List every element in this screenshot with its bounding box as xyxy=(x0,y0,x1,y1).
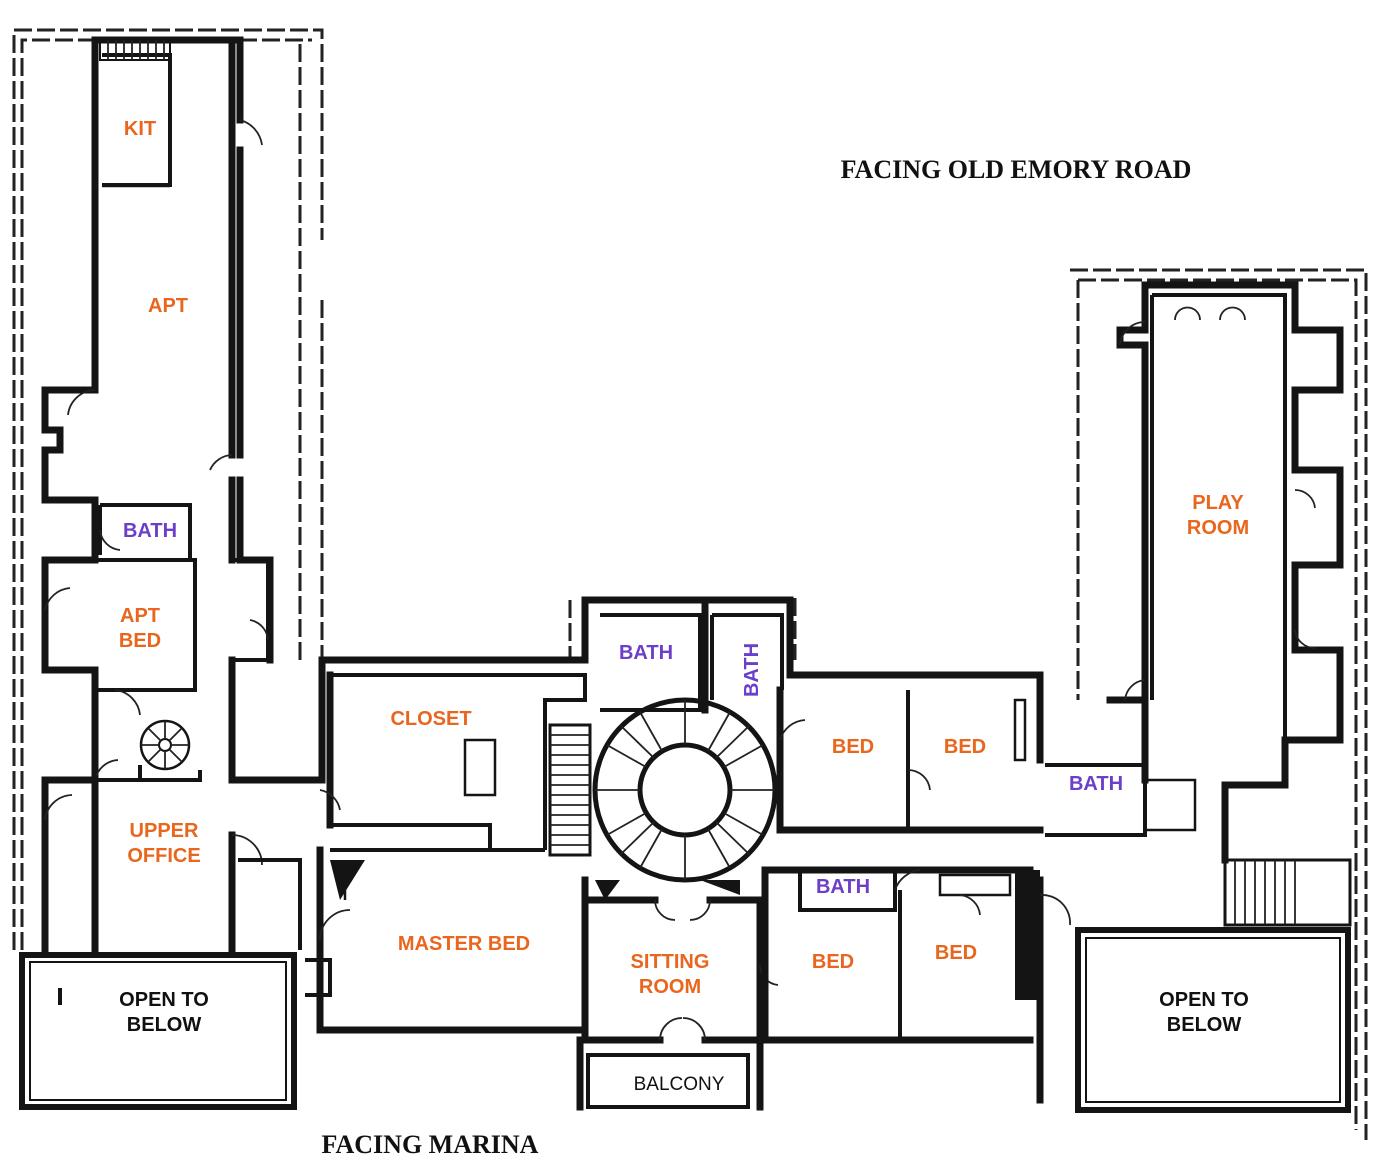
label-bath-center: BATH xyxy=(619,642,673,664)
main-spiral-stair xyxy=(592,697,778,883)
facing-bottom-label: FACING MARINA xyxy=(322,1130,539,1159)
label-open-left-line1: OPEN TO xyxy=(119,989,209,1011)
right-stair xyxy=(1223,858,1352,927)
label-play-room-line1: PLAY xyxy=(1192,492,1244,514)
label-open-right-line2: BELOW xyxy=(1167,1014,1242,1036)
label-sitting-room-line2: ROOM xyxy=(639,976,701,998)
label-apt-bed-line2: BED xyxy=(119,630,161,652)
label-play-room-line2: ROOM xyxy=(1187,517,1249,539)
label-bed-upper-2: BED xyxy=(944,736,986,758)
right-wing-walls xyxy=(1075,281,1352,1113)
label-upper-office-line2: OFFICE xyxy=(127,845,200,867)
labels: FACING OLD EMORY ROAD FACING MARINA KIT … xyxy=(119,118,1249,1159)
label-balcony: BALCONY xyxy=(634,1074,725,1095)
label-bath-lower: BATH xyxy=(816,876,870,898)
small-spiral-stair xyxy=(139,719,191,771)
label-open-right-line1: OPEN TO xyxy=(1159,989,1249,1011)
label-upper-office-line1: UPPER xyxy=(130,820,199,842)
label-bed-upper-1: BED xyxy=(832,736,874,758)
label-apt-bed-line1: APT xyxy=(120,605,160,627)
facing-top-label: FACING OLD EMORY ROAD xyxy=(841,155,1192,184)
label-bed-lower-1: BED xyxy=(812,951,854,973)
central-walls xyxy=(305,596,1197,1111)
top-stairs xyxy=(99,39,171,61)
left-wing-walls xyxy=(19,36,324,1110)
label-bed-lower-2: BED xyxy=(935,942,977,964)
label-kit: KIT xyxy=(124,118,156,140)
label-apt: APT xyxy=(148,295,188,317)
label-bath-vertical: BATH xyxy=(741,643,763,697)
straight-stair xyxy=(548,723,592,857)
label-open-left-line2: BELOW xyxy=(127,1014,202,1036)
label-closet: CLOSET xyxy=(390,708,471,730)
label-master-bed: MASTER BED xyxy=(398,933,530,955)
label-bath-apt: BATH xyxy=(123,520,177,542)
outer-boundary xyxy=(12,28,1368,1140)
label-sitting-room-line1: SITTING xyxy=(631,951,710,973)
label-bath-right: BATH xyxy=(1069,773,1123,795)
